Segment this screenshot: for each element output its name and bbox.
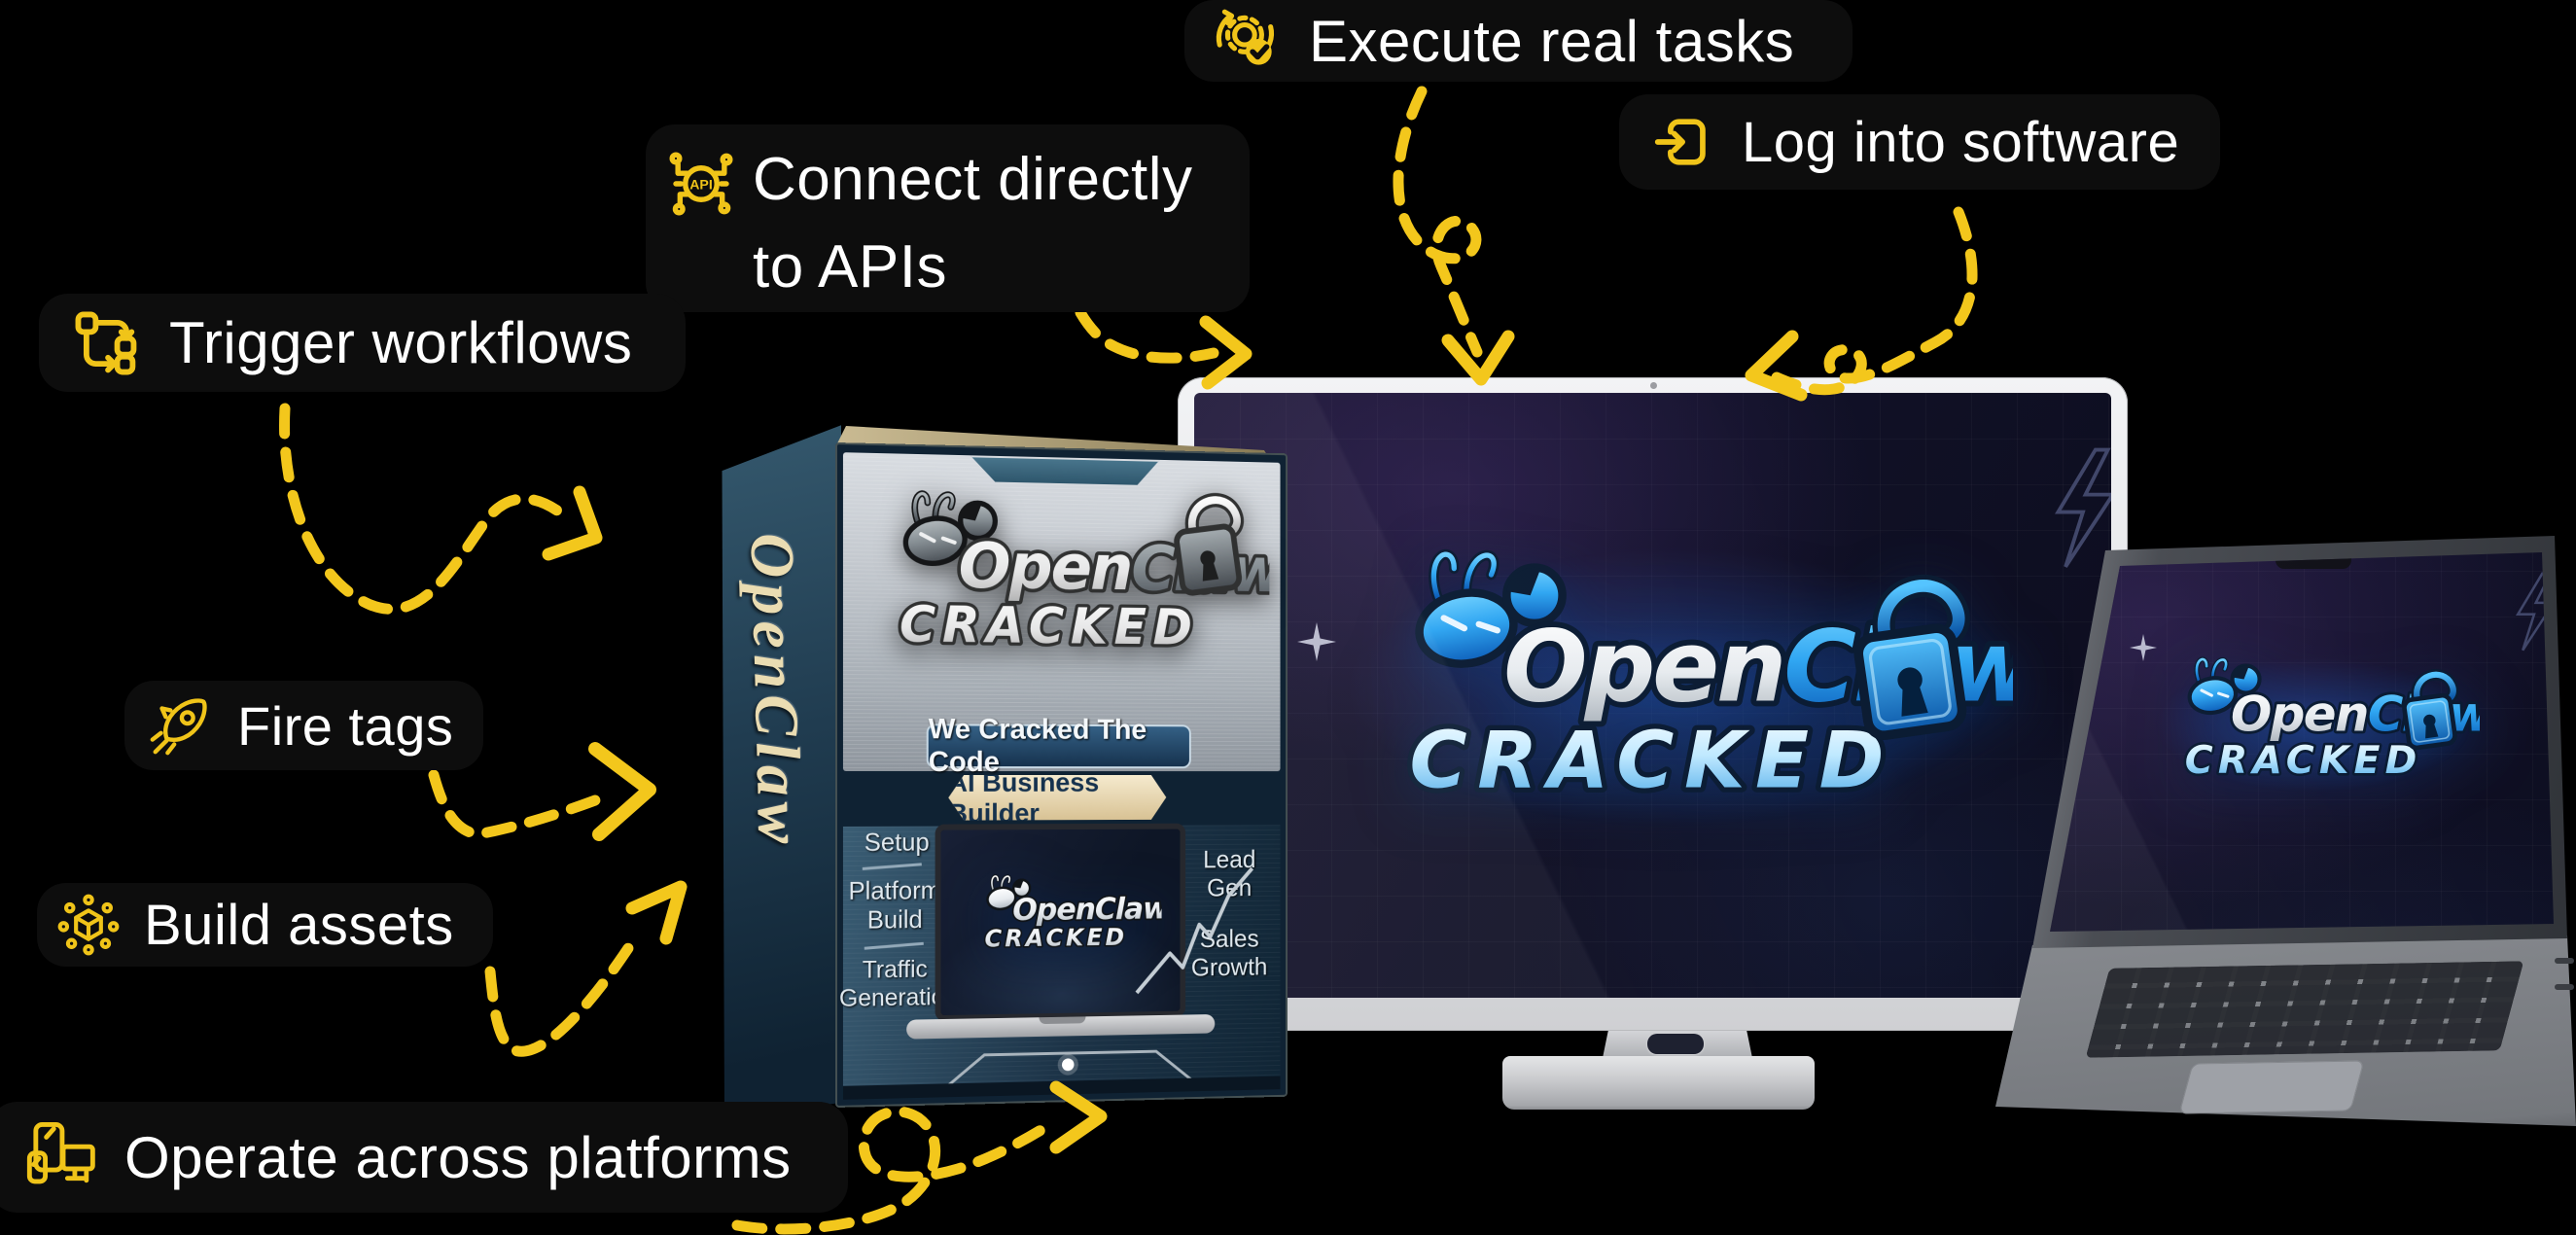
callout-trigger-workflows: Trigger workflows — [39, 294, 686, 392]
arrow-login-to-monitor — [1745, 206, 1978, 402]
callout-label-line2: to APIs — [753, 233, 947, 300]
callout-label: Operate across platforms — [124, 1124, 792, 1190]
product-box: OpenClaw Open — [720, 418, 1323, 1128]
callout-build-assets: Build assets — [37, 883, 493, 967]
callout-label: Trigger workflows — [169, 310, 633, 375]
arrow-operate-to-box — [731, 1080, 1108, 1235]
svg-text:CRACKED: CRACKED — [985, 923, 1128, 952]
callout-label-line1: Connect directly — [753, 146, 1193, 213]
api-icon: API — [669, 152, 733, 216]
monitor-screen: OpenClaw CRACKED — [1194, 393, 2111, 998]
arrow-workflows-to-box — [279, 403, 603, 615]
callout-label: Fire tags — [237, 694, 454, 757]
svg-text:CRACKED: CRACKED — [900, 596, 1198, 657]
stand-cable-hole — [1647, 1034, 1704, 1054]
svg-text:OpenClaw: OpenClaw — [1012, 892, 1161, 928]
laptop-port — [2555, 958, 2574, 964]
svg-text:API: API — [689, 176, 712, 192]
arrow-buildassets-to-box — [484, 880, 688, 1057]
gear-sync-check-icon — [1216, 9, 1275, 65]
callout-connect-apis: API Connect directly to APIs — [646, 124, 1250, 312]
workflow-icon — [75, 311, 137, 374]
monitor-stand-base — [1502, 1056, 1815, 1110]
box-bottom-panel: Setup Platform Build Traffic Generation … — [839, 823, 1281, 1097]
openclaw-logo-mini: OpenClaw CRACKED — [962, 865, 1171, 961]
monitor-stand-neck — [1603, 1029, 1752, 1058]
laptop-lid: OpenClaw CRACKED — [2032, 536, 2567, 948]
callout-operate-across-platforms: Operate across platforms — [0, 1102, 848, 1213]
arrow-execute-to-monitor — [1393, 86, 1515, 386]
monitor-camera-dot — [1650, 382, 1657, 389]
callout-execute-real-tasks: Execute real tasks — [1184, 0, 1853, 82]
callout-label: Log into software — [1742, 110, 2180, 174]
box-front: OpenClaw CRACKED We Cracked The Code AI … — [835, 442, 1288, 1108]
callout-label: Build assets — [144, 893, 454, 957]
rocket-icon — [150, 698, 207, 756]
login-icon — [1654, 119, 1706, 165]
desktop-monitor: OpenClaw CRACKED — [1178, 377, 2128, 1031]
laptop-screen: OpenClaw CRACKED — [2050, 552, 2554, 932]
svg-text:OpenClaw: OpenClaw — [959, 530, 1270, 607]
laptop: OpenClaw CRACKED — [1984, 525, 2576, 1138]
openclaw-logo-engraved: OpenClaw CRACKED — [851, 472, 1288, 673]
box-spine: OpenClaw — [722, 425, 841, 1118]
box-laptop-graphic: OpenClaw CRACKED — [935, 823, 1186, 1022]
devices-icon — [26, 1121, 95, 1184]
callout-fire-tags: Fire tags — [124, 681, 483, 770]
arrow-firetags-to-box — [428, 742, 656, 841]
laptop-port — [2555, 984, 2574, 990]
cube-network-icon — [57, 894, 120, 956]
callout-label: Execute real tasks — [1309, 8, 1795, 74]
callout-log-into-software: Log into software — [1619, 94, 2220, 190]
